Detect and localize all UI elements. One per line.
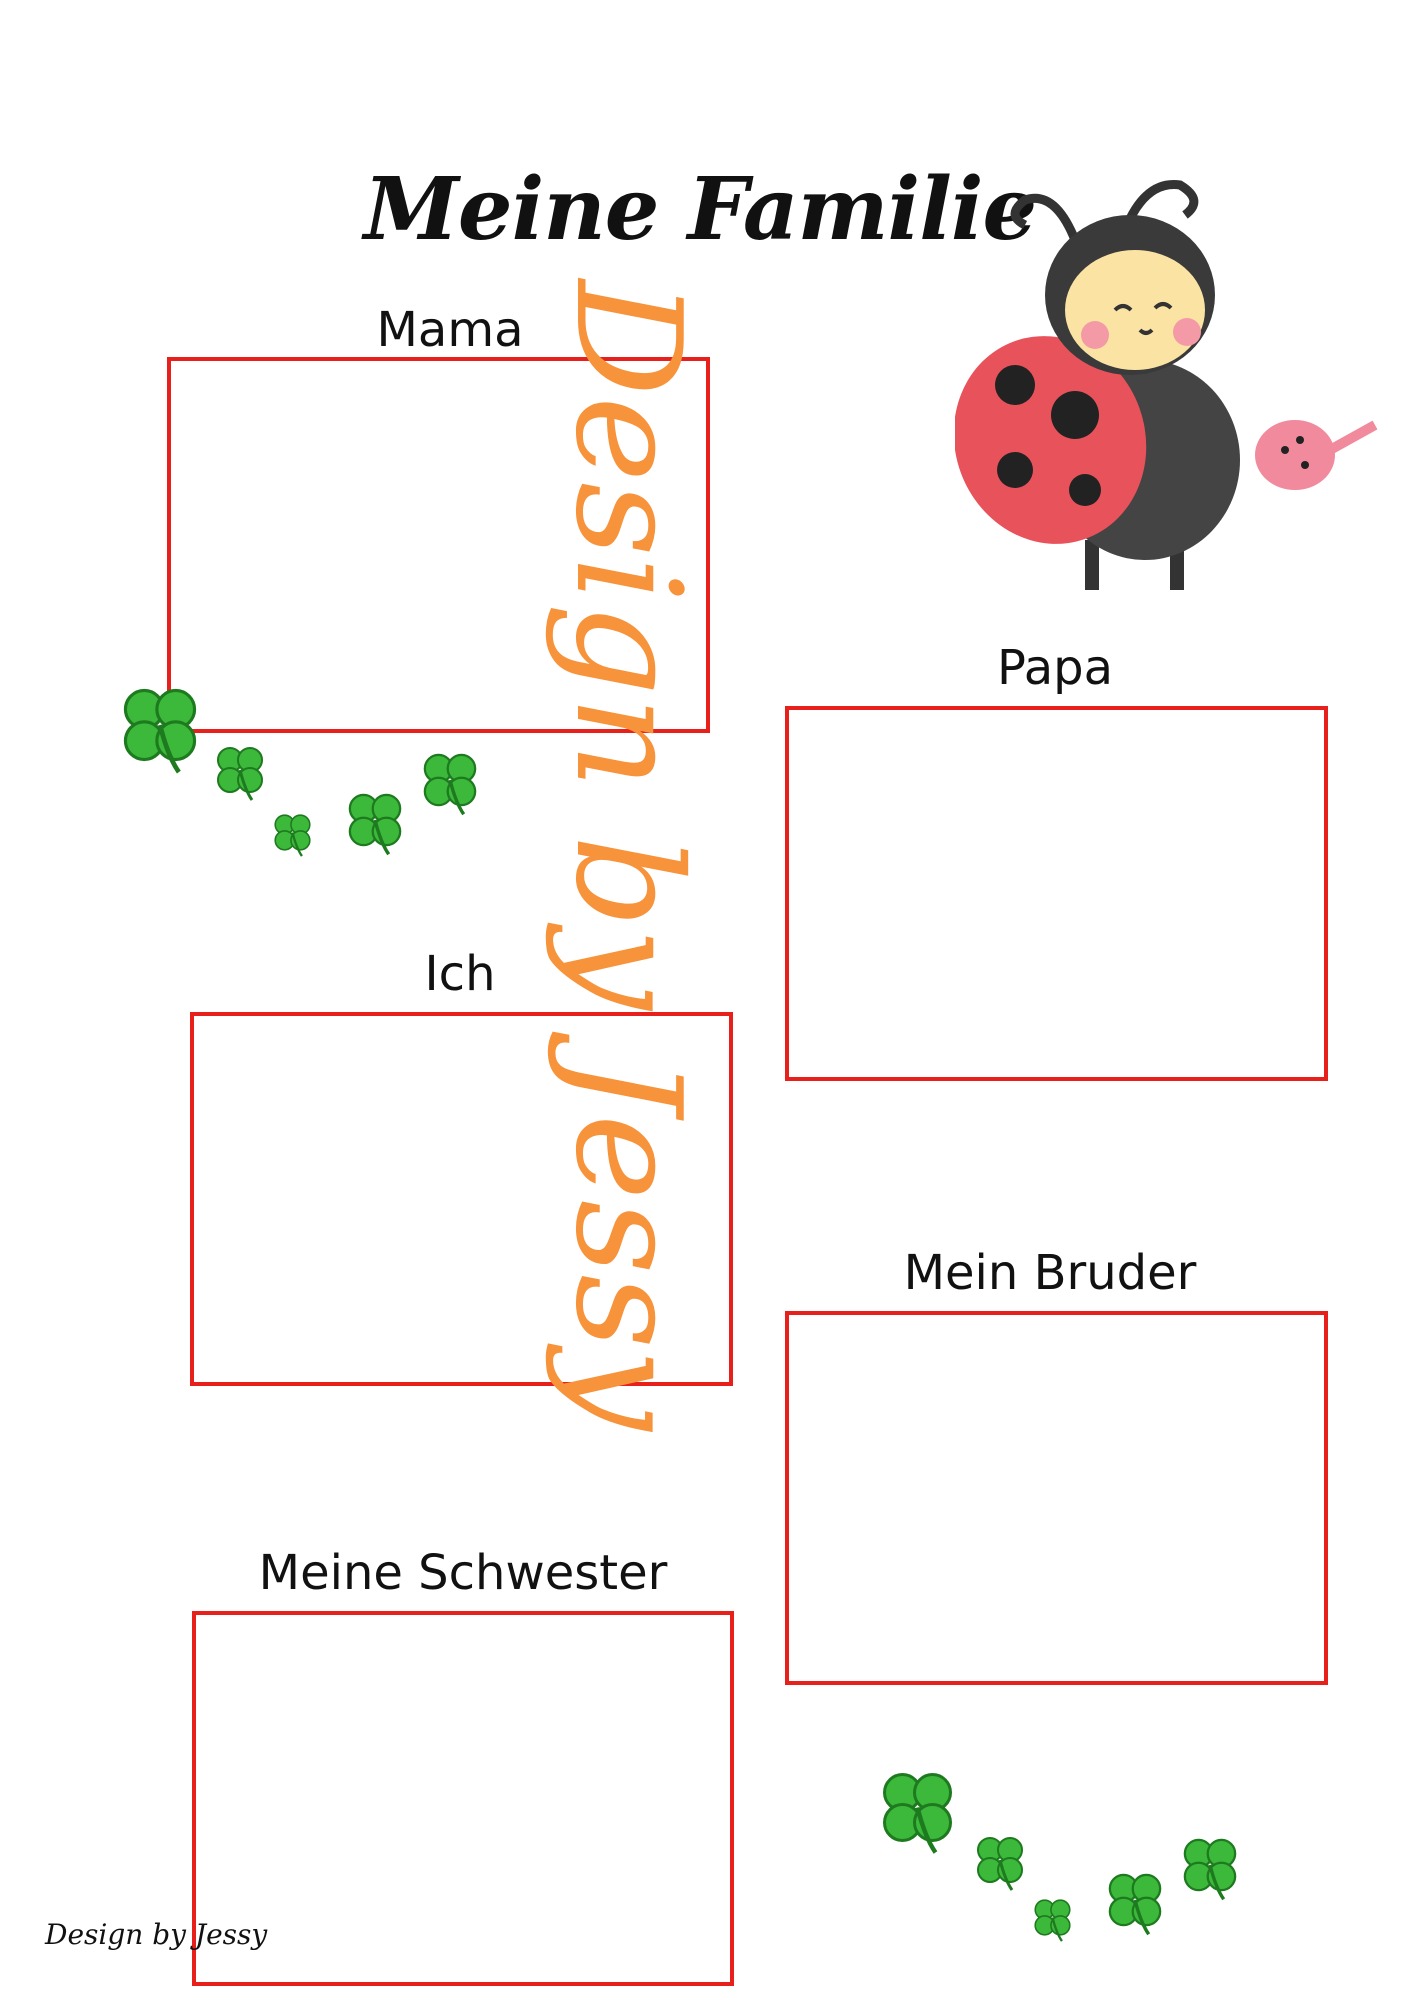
label-ich: Ich bbox=[424, 946, 496, 1002]
clover-icon bbox=[423, 753, 477, 816]
label-schwester: Meine Schwester bbox=[258, 1545, 668, 1601]
clover-icon bbox=[216, 746, 264, 802]
signature: Design by Jessy bbox=[45, 1918, 268, 1951]
label-bruder: Mein Bruder bbox=[903, 1245, 1197, 1301]
photo-frame-papa bbox=[785, 706, 1328, 1081]
clover-icon bbox=[865, 1755, 970, 1860]
page-title: Meine Familie bbox=[363, 159, 1038, 260]
photo-frame-ich bbox=[190, 1012, 733, 1386]
watermark: Design by Jessy bbox=[543, 280, 712, 1431]
clover-icon bbox=[1034, 1899, 1071, 1943]
clover-icon bbox=[348, 793, 402, 856]
ladybug-illustration bbox=[955, 180, 1378, 590]
clover-icon bbox=[976, 1836, 1024, 1892]
clover-icon bbox=[1183, 1838, 1237, 1902]
label-mama: Mama bbox=[376, 302, 524, 358]
label-papa: Papa bbox=[996, 640, 1114, 696]
photo-frame-schwester bbox=[192, 1611, 734, 1986]
clover-icon bbox=[1108, 1873, 1162, 1937]
clover-icon bbox=[274, 814, 311, 858]
clover-icon bbox=[105, 670, 215, 780]
photo-frame-bruder bbox=[785, 1311, 1328, 1685]
photo-frame-mama bbox=[167, 357, 710, 733]
